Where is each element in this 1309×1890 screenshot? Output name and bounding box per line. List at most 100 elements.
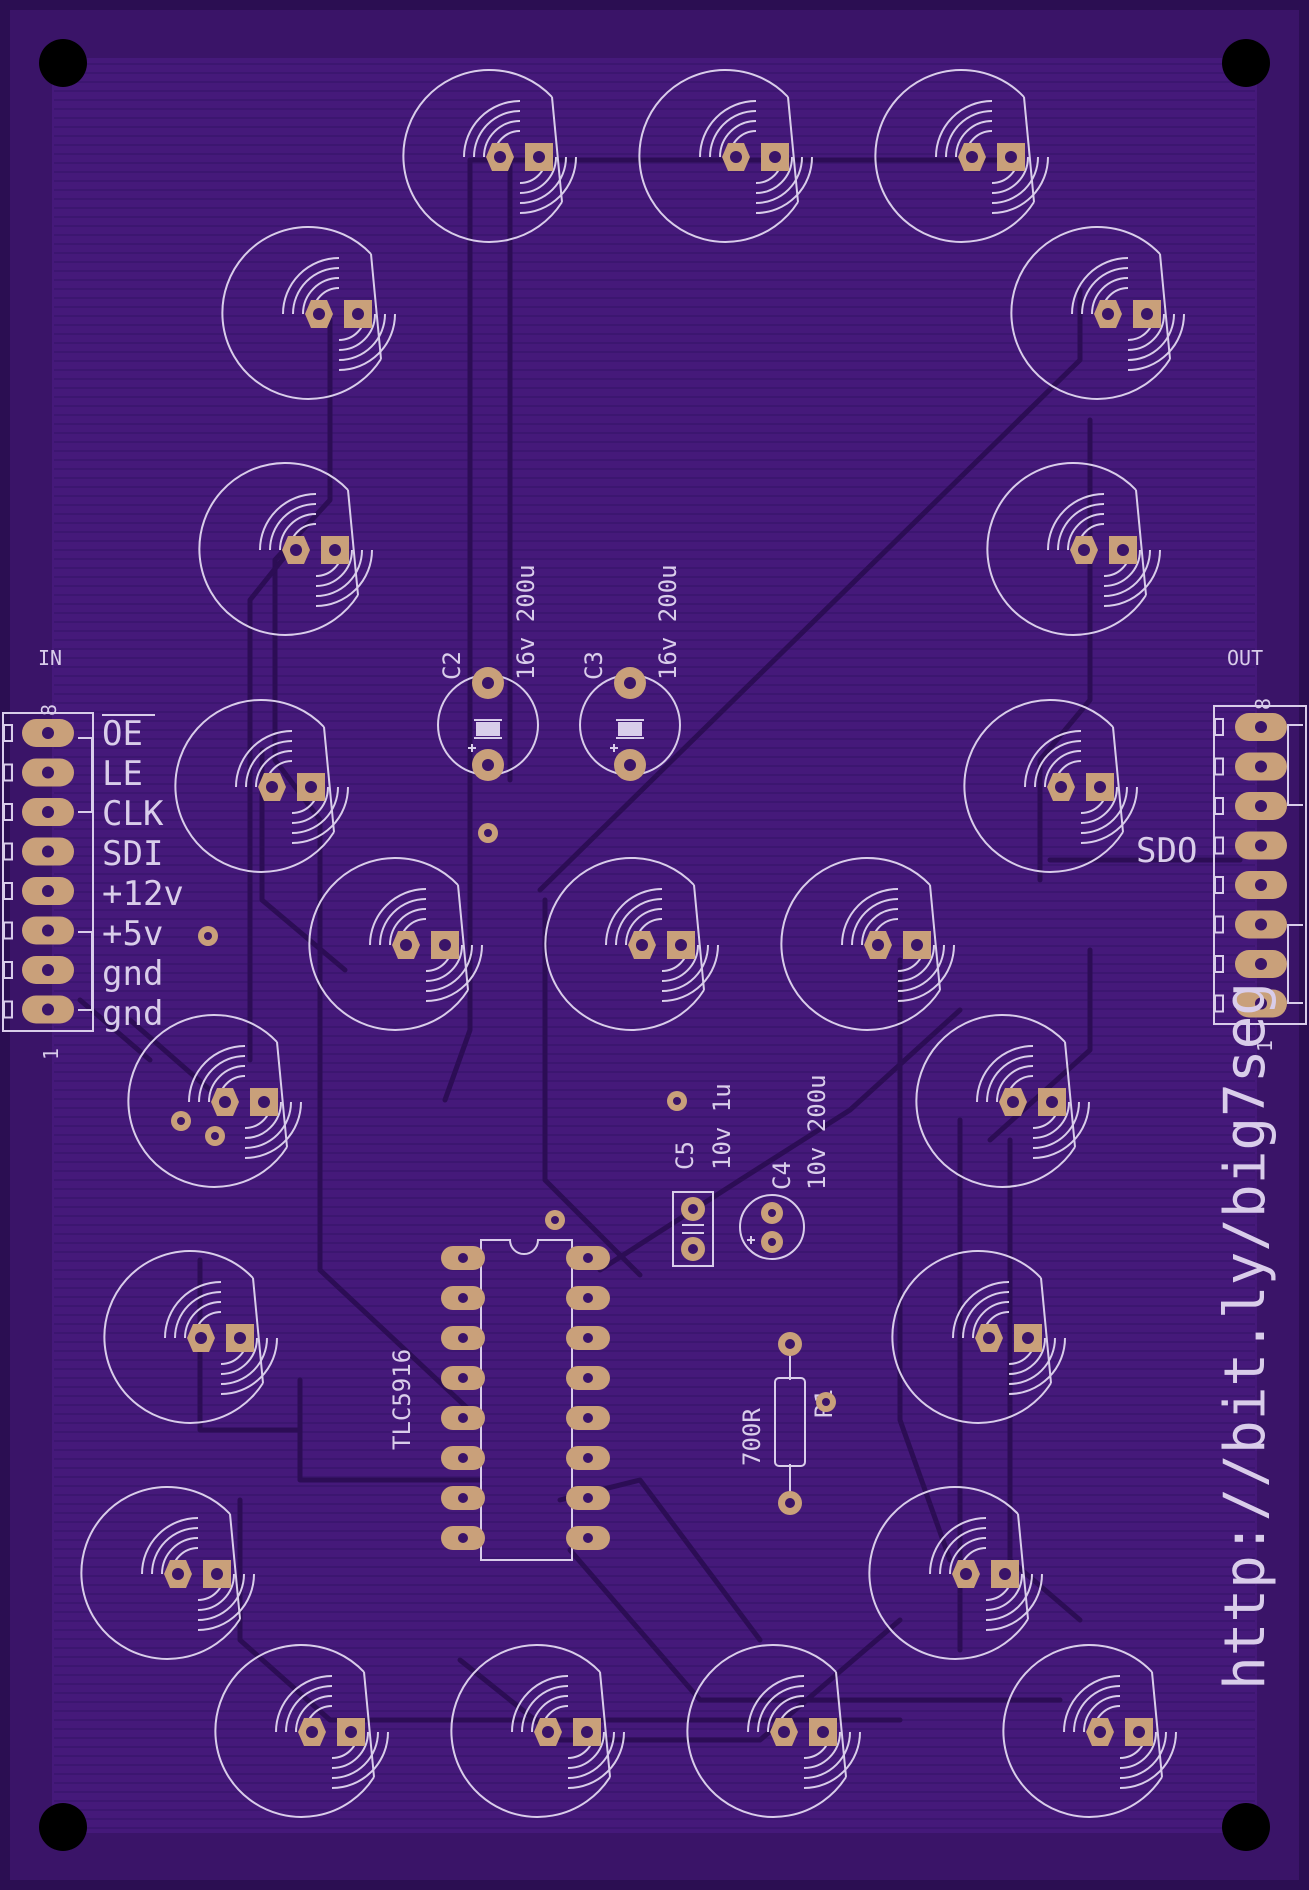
c4-ref: C4 xyxy=(768,1161,796,1190)
led-outline xyxy=(214,1643,375,1818)
led-flat xyxy=(929,884,941,991)
led-outline xyxy=(874,68,1035,243)
led-drill xyxy=(817,1726,829,1738)
c2-plate xyxy=(476,722,500,736)
led-arc xyxy=(338,313,376,351)
led-flat xyxy=(323,726,335,833)
pin-drill xyxy=(42,845,54,858)
trace xyxy=(272,317,483,1423)
trace xyxy=(127,1017,303,1433)
led-arc xyxy=(661,944,719,1002)
capacitor-c4: C4 10v 200u xyxy=(739,1074,831,1260)
led-arc xyxy=(331,1731,379,1779)
led-arc xyxy=(1057,503,1105,551)
led-drill xyxy=(494,151,506,163)
c4-outline xyxy=(739,1194,805,1260)
ic-label: TLC5916 xyxy=(388,1349,416,1450)
led-arc xyxy=(955,120,993,158)
led-arc xyxy=(1119,1731,1177,1789)
led-drill xyxy=(234,1332,246,1344)
led-arc xyxy=(897,944,955,1002)
led xyxy=(450,1643,625,1818)
led xyxy=(686,1643,861,1818)
led-outline xyxy=(868,1485,1029,1660)
led-arc xyxy=(1008,1337,1046,1375)
led-arc xyxy=(519,156,567,204)
led-arc xyxy=(1103,549,1151,597)
led-arc xyxy=(615,898,663,946)
led-arc xyxy=(991,156,1039,204)
r1-body xyxy=(774,1377,806,1467)
ic-pin-drill xyxy=(583,1333,593,1343)
out-pin-last: 8 xyxy=(1251,698,1275,710)
led xyxy=(402,68,577,243)
led-arc xyxy=(285,1685,333,1733)
out-connector-outline xyxy=(1213,705,1307,1025)
ic-pin-drill xyxy=(583,1373,593,1383)
pin-marker xyxy=(1214,955,1224,973)
led-drill xyxy=(872,939,884,951)
pin-marker xyxy=(1214,876,1224,894)
pin-marker xyxy=(1214,994,1224,1013)
led-arc xyxy=(291,786,349,844)
led-arc xyxy=(302,277,340,315)
mounting-hole-bottom-left xyxy=(39,1803,87,1851)
led-flat xyxy=(599,1671,611,1778)
led-arc xyxy=(996,1065,1034,1103)
c2-ref: C2 xyxy=(438,651,466,680)
led-arc xyxy=(1071,257,1129,315)
led-arc xyxy=(521,1685,569,1733)
led-outline xyxy=(544,856,705,1031)
led-outline xyxy=(127,1013,288,1188)
led-drill xyxy=(1141,308,1153,320)
led-arc xyxy=(511,1675,569,1733)
pin-drill xyxy=(42,885,54,897)
traces xyxy=(77,157,1243,1743)
led-flat xyxy=(787,96,799,203)
ic-pin-drill xyxy=(583,1413,593,1423)
led-arc xyxy=(1119,1731,1167,1779)
out-connector: OUT 8 1 SDO xyxy=(1136,646,1307,1052)
led-flat xyxy=(1112,726,1124,833)
led-drill xyxy=(778,1726,790,1738)
led-arc xyxy=(935,100,993,158)
led-outline xyxy=(915,1013,1076,1188)
pin-drill xyxy=(1255,997,1267,1010)
pin-marker xyxy=(3,842,13,861)
pin-marker xyxy=(1214,915,1224,934)
c3-polarity xyxy=(610,719,644,752)
pin-drill xyxy=(1255,721,1267,733)
led-outline xyxy=(174,698,335,873)
led-arc xyxy=(1044,750,1082,788)
led-drill xyxy=(306,1726,318,1738)
led xyxy=(1002,1643,1177,1818)
pin-drill xyxy=(42,727,54,739)
led-arc xyxy=(767,1695,805,1733)
led-arc xyxy=(803,1731,841,1769)
led-arc xyxy=(519,156,557,194)
vias xyxy=(171,823,836,1412)
pin-drill xyxy=(1255,918,1267,931)
led-drill xyxy=(911,939,923,951)
led-drill xyxy=(1117,544,1129,556)
led-flat xyxy=(252,1277,264,1384)
led-arc xyxy=(291,786,329,824)
led-outline xyxy=(780,856,941,1031)
c5-ref: C5 xyxy=(671,1141,699,1170)
pin-drill xyxy=(42,806,54,818)
trace xyxy=(457,1617,903,1743)
pin-drill xyxy=(1255,958,1267,970)
led-arc xyxy=(1034,740,1082,788)
pin-drill xyxy=(1255,800,1267,812)
led-drill xyxy=(219,1096,231,1108)
led-outline xyxy=(638,68,799,243)
led-arc xyxy=(985,1573,1023,1611)
trace xyxy=(537,287,1083,893)
led-flat xyxy=(370,253,382,360)
pin-marker xyxy=(3,763,13,782)
led-arc xyxy=(184,1301,222,1339)
led-flat xyxy=(457,884,469,991)
led-arc xyxy=(1008,1337,1066,1395)
led-arc xyxy=(164,1281,222,1339)
led-arc xyxy=(197,1573,235,1611)
